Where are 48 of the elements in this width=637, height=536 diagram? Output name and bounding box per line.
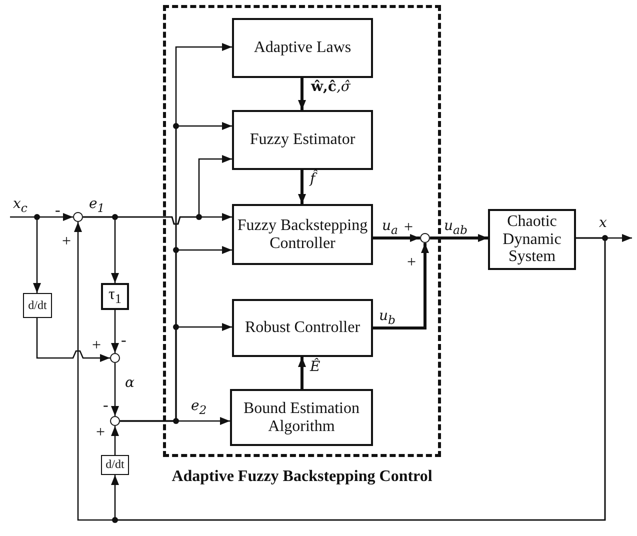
arrow — [111, 426, 119, 455]
block-label: Fuzzy Backstepping Controller — [236, 216, 369, 252]
arrow — [10, 213, 73, 221]
edge-label: ŵ,ĉ,σ̂ — [310, 80, 352, 94]
arrow — [33, 217, 41, 293]
block — [232, 299, 373, 357]
arrow — [111, 363, 119, 416]
block-label: d/dt — [28, 298, 47, 312]
block — [488, 209, 576, 270]
arrow — [298, 78, 306, 110]
sign-label: - — [121, 333, 126, 349]
block-label: Chaotic Dynamic System — [502, 213, 562, 266]
summing-junction — [110, 416, 120, 426]
arrow — [111, 310, 119, 353]
block — [232, 204, 373, 265]
arrow — [373, 234, 420, 242]
arrow — [83, 216, 119, 283]
summing-junction — [420, 233, 430, 243]
arrow — [120, 323, 232, 422]
block-label: Adaptive Laws — [254, 39, 352, 57]
sign-label: + — [62, 234, 72, 250]
summing-junction — [73, 212, 83, 222]
block — [230, 389, 373, 446]
sign-label: - — [103, 398, 108, 414]
arrow — [298, 170, 306, 204]
block — [101, 283, 129, 310]
panel-heading: Adaptive Fuzzy Backstepping Control — [170, 468, 434, 486]
block-label: τ$_{1}$ — [108, 286, 122, 307]
arrow — [373, 243, 429, 330]
sign-label: + — [404, 220, 414, 236]
block-label: Bound Estimation Algorithm — [242, 400, 360, 436]
block — [23, 293, 52, 318]
sign-label: - — [55, 203, 60, 219]
block-label: Robust Controller — [244, 319, 360, 337]
block — [101, 455, 129, 475]
summing-junction — [110, 353, 120, 363]
arrow — [298, 357, 306, 389]
sign-label: + — [92, 338, 102, 354]
sign-label: + — [96, 425, 106, 441]
edge-label: f̂ — [309, 172, 316, 186]
arrow — [36, 318, 110, 362]
block — [232, 18, 373, 78]
sign-label: + — [407, 255, 416, 271]
arrow — [430, 234, 488, 242]
edge-label: Ê — [309, 360, 322, 374]
block-label: d/dt — [106, 458, 124, 472]
block-label: Fuzzy Estimator — [250, 131, 356, 149]
block — [232, 110, 373, 170]
